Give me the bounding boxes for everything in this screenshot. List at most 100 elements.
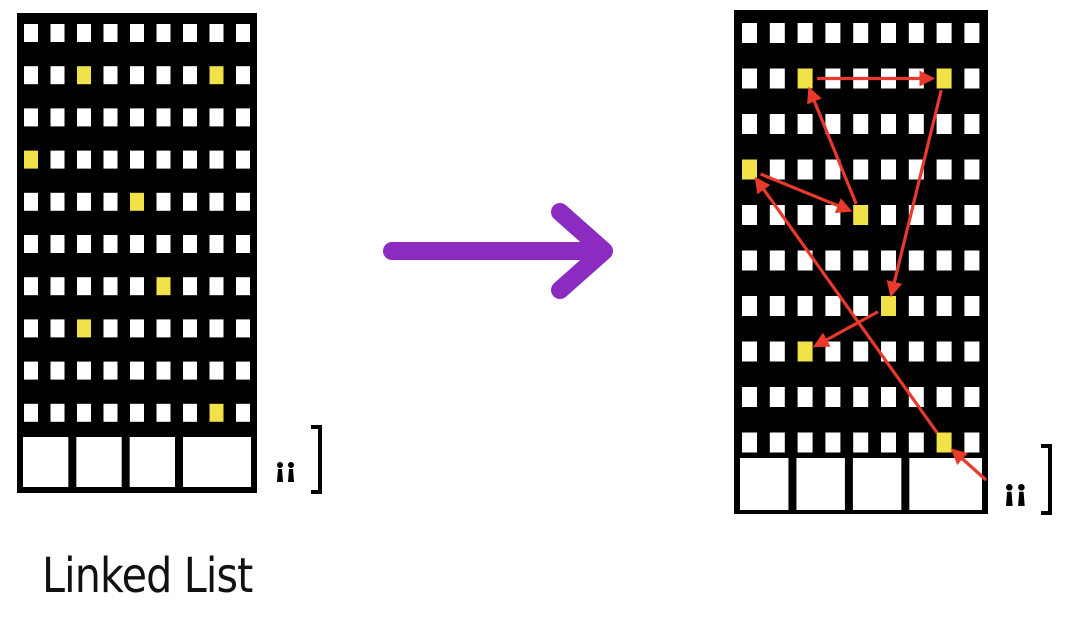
ground-door <box>183 437 251 487</box>
window <box>825 387 841 407</box>
window <box>183 66 197 85</box>
ground-door <box>852 458 902 510</box>
scale-bracket-icon <box>311 425 322 494</box>
window <box>50 277 65 296</box>
window <box>130 235 144 253</box>
window <box>908 114 924 134</box>
window <box>236 108 250 127</box>
window <box>24 277 38 296</box>
window <box>209 24 224 42</box>
window <box>209 192 224 211</box>
window <box>183 235 197 253</box>
window <box>77 150 91 169</box>
window <box>156 108 171 127</box>
window <box>964 250 980 271</box>
window <box>236 319 250 338</box>
window <box>936 23 952 43</box>
window <box>853 387 869 407</box>
window <box>825 159 841 180</box>
window <box>769 250 785 271</box>
window <box>24 24 38 42</box>
highlighted-room <box>853 205 869 225</box>
window <box>936 341 952 362</box>
window <box>769 296 785 316</box>
window <box>881 250 896 271</box>
ground-door <box>740 458 789 510</box>
person-pair-icon <box>277 462 294 482</box>
window <box>209 150 224 169</box>
window <box>825 432 841 453</box>
pointer-arrow <box>950 448 988 482</box>
highlighted-room <box>797 341 813 362</box>
window <box>797 205 813 225</box>
highlighted-room <box>24 150 38 169</box>
window <box>183 319 197 338</box>
window <box>964 341 980 362</box>
highlighted-room <box>881 296 896 316</box>
window <box>853 341 869 362</box>
ground-door <box>129 437 175 487</box>
window <box>50 192 65 211</box>
highlighted-room <box>77 66 91 85</box>
window <box>936 296 952 316</box>
pointer-arrow <box>886 89 943 298</box>
pointer-chain <box>754 70 988 482</box>
window <box>881 114 896 134</box>
caption-linked-list: Linked List <box>42 548 253 604</box>
window <box>24 319 38 338</box>
window <box>964 432 980 453</box>
window <box>769 23 785 43</box>
window <box>103 403 118 422</box>
pointer-arrow <box>754 176 939 434</box>
building-after <box>734 10 988 514</box>
window <box>24 235 38 253</box>
window <box>797 114 813 134</box>
window <box>853 159 869 180</box>
window <box>742 68 757 89</box>
window <box>50 66 65 85</box>
window <box>183 192 197 211</box>
transition-arrow-icon <box>383 203 613 299</box>
pointer-arrow <box>760 172 853 214</box>
pointer-arrow <box>807 86 858 205</box>
highlighted-room <box>936 68 952 89</box>
window <box>797 432 813 453</box>
window <box>156 24 171 42</box>
window <box>50 403 65 422</box>
window <box>130 361 144 380</box>
window <box>853 250 869 271</box>
highlighted-room <box>130 192 144 211</box>
window <box>769 68 785 89</box>
window <box>130 403 144 422</box>
window <box>24 66 38 85</box>
window <box>742 114 757 134</box>
window <box>825 296 841 316</box>
highlighted-room <box>936 432 952 453</box>
window <box>908 432 924 453</box>
window <box>50 361 65 380</box>
highlighted-room <box>797 68 813 89</box>
window <box>881 432 896 453</box>
window <box>936 387 952 407</box>
window <box>797 23 813 43</box>
window <box>881 159 896 180</box>
window <box>77 277 91 296</box>
window <box>50 24 65 42</box>
window <box>936 205 952 225</box>
window <box>103 277 118 296</box>
window <box>769 387 785 407</box>
scale-bracket-icon <box>1041 444 1052 515</box>
window <box>236 192 250 211</box>
window <box>742 250 757 271</box>
window <box>130 108 144 127</box>
window <box>50 235 65 253</box>
window <box>742 341 757 362</box>
window <box>964 114 980 134</box>
window <box>130 66 144 85</box>
window <box>797 387 813 407</box>
window <box>236 24 250 42</box>
window <box>156 235 171 253</box>
window <box>77 361 91 380</box>
window <box>77 235 91 253</box>
window <box>183 24 197 42</box>
